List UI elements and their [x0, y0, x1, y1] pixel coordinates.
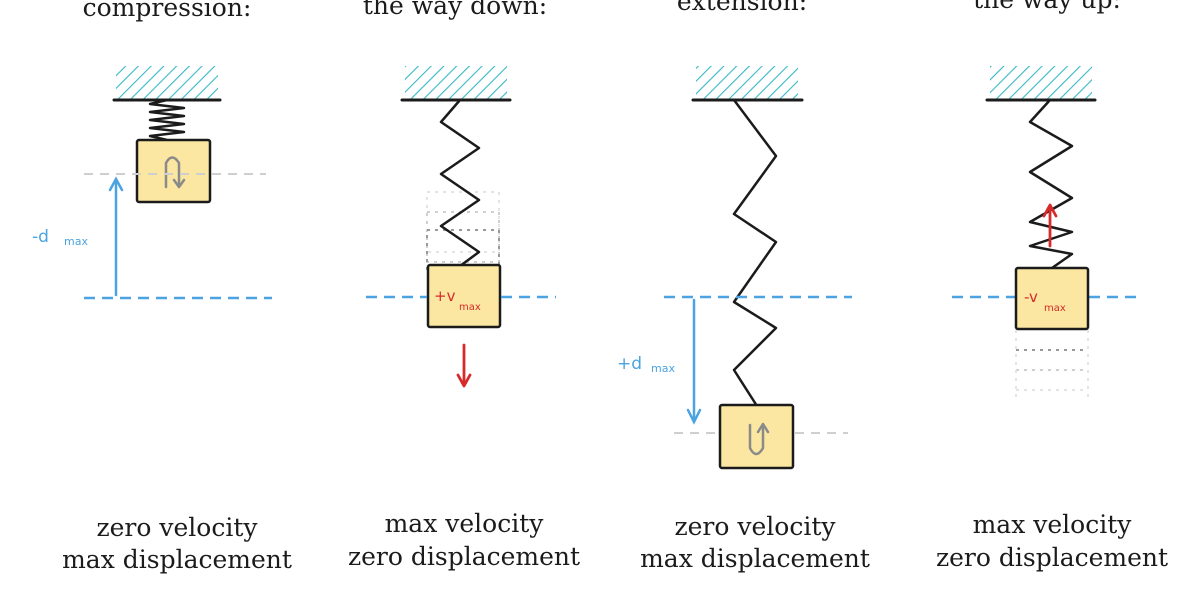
panel-heading: the way up: — [973, 0, 1121, 14]
ghost-trail — [426, 191, 500, 271]
panel-compression: compression: -d max zero velocity max di… — [32, 0, 292, 574]
displacement-arrow — [108, 176, 124, 297]
mass-block — [426, 263, 502, 329]
panel-way-down: the way down: +v max max velocity zero d… — [348, 0, 580, 571]
caption-line-2: zero displacement — [936, 543, 1168, 572]
ghost-trail — [1015, 330, 1089, 398]
displacement-subscript: max — [651, 362, 675, 375]
ceiling-hatch — [116, 66, 218, 99]
panel-heading: extension: — [677, 0, 807, 16]
caption-line-2: zero displacement — [348, 542, 580, 571]
caption-line-1: zero velocity — [96, 513, 258, 542]
ceiling-hatch — [990, 66, 1092, 99]
velocity-subscript: max — [1044, 303, 1066, 314]
velocity-up-arrow — [1042, 203, 1058, 248]
panel-heading: compression: — [83, 0, 252, 22]
stretched-spring — [732, 99, 778, 407]
displacement-subscript: max — [64, 235, 88, 248]
caption-line-2: max displacement — [640, 544, 870, 573]
panel-extension: extension: +d max zero velocity max disp… — [617, 0, 870, 573]
caption-line-1: max velocity — [385, 509, 545, 538]
velocity-down-arrow — [456, 343, 472, 388]
mass-block — [135, 138, 212, 204]
panel-heading: the way down: — [363, 0, 547, 20]
mass-block — [718, 403, 795, 470]
displacement-label: +d — [617, 354, 642, 374]
velocity-label: -v — [1024, 288, 1038, 306]
panel-way-up: the way up: -v max max velocity zero dis… — [936, 0, 1168, 572]
velocity-subscript: max — [459, 302, 481, 313]
displacement-arrow — [686, 298, 702, 425]
u-turn-up-arrow-icon — [748, 422, 770, 456]
ceiling-hatch — [405, 66, 507, 99]
velocity-label: +v — [434, 287, 456, 305]
compressed-spring — [148, 98, 186, 142]
caption-line-2: max displacement — [62, 545, 292, 574]
spring — [439, 99, 481, 268]
caption-line-1: zero velocity — [674, 512, 836, 541]
mass-block — [1014, 266, 1090, 331]
u-turn-down-arrow-icon — [164, 156, 186, 189]
caption-line-1: max velocity — [973, 510, 1133, 539]
displacement-label: -d — [32, 227, 49, 247]
ceiling-hatch — [696, 66, 798, 99]
